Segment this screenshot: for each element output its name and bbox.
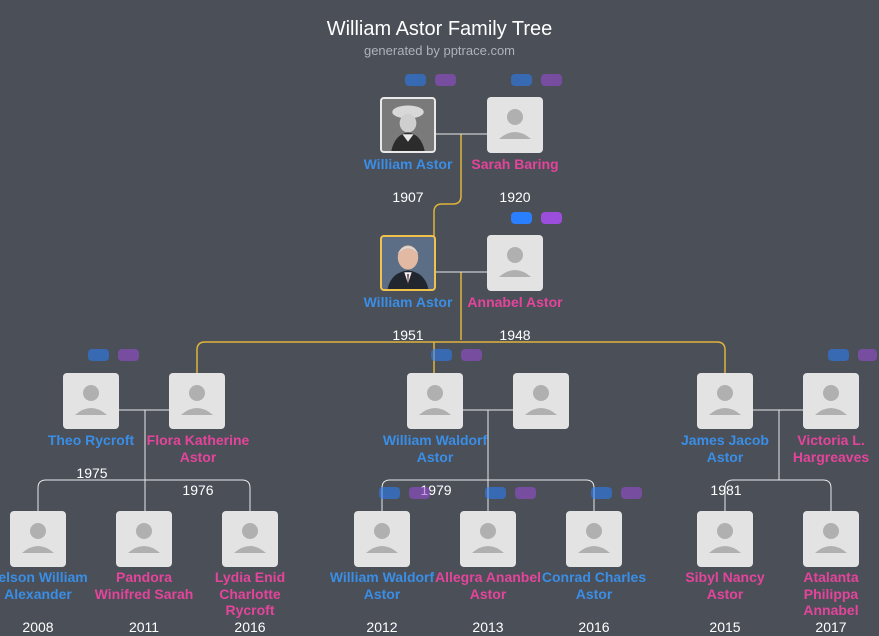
person-avatar-victoria-hargreaves[interactable] xyxy=(803,373,859,429)
person-year: 1975 xyxy=(76,465,108,481)
person-placeholder-icon xyxy=(472,523,504,553)
person-name[interactable]: William Waldorf Astor xyxy=(382,432,488,465)
person-avatar-pandora-winifred-sarah[interactable] xyxy=(116,511,172,567)
person-name[interactable]: William Waldorf Astor xyxy=(329,569,435,602)
person-placeholder-icon xyxy=(815,385,847,415)
person-avatar-conrad-charles-astor[interactable] xyxy=(566,511,622,567)
person-year: 1907 xyxy=(392,189,424,205)
badge-purple-p16[interactable] xyxy=(621,487,642,499)
person-avatar-theo-rycroft[interactable] xyxy=(63,373,119,429)
badge-purple-p5[interactable] xyxy=(118,349,139,361)
person-name[interactable]: William Astor xyxy=(363,156,453,172)
person-year: 2017 xyxy=(815,619,847,635)
person-name[interactable]: James Jacob Astor xyxy=(681,432,769,465)
person-year: 2016 xyxy=(578,619,610,635)
person-placeholder-icon xyxy=(419,385,451,415)
badge-blue-p15[interactable] xyxy=(485,487,506,499)
person-name[interactable]: Flora Katherine Astor xyxy=(146,432,250,465)
person-placeholder-icon xyxy=(815,523,847,553)
person-placeholder-icon xyxy=(366,523,398,553)
badge-blue-p2[interactable] xyxy=(511,74,532,86)
page-subtitle: generated by pptrace.com xyxy=(363,43,516,58)
badge-purple-p2[interactable] xyxy=(541,74,562,86)
person-avatar-william-astor-1907[interactable] xyxy=(380,97,436,153)
person-year: 2015 xyxy=(709,619,741,635)
person-year: 2008 xyxy=(22,619,54,635)
person-avatar-sarah-baring[interactable] xyxy=(487,97,543,153)
badge-purple-p10[interactable] xyxy=(858,349,877,361)
person-name[interactable]: Atalanta Philippa Annabel xyxy=(803,569,859,618)
badge-blue-p1[interactable] xyxy=(405,74,426,86)
badge-blue-p16[interactable] xyxy=(591,487,612,499)
person-name[interactable]: William Astor xyxy=(363,294,453,310)
person-name[interactable]: Conrad Charles Astor xyxy=(541,569,647,602)
person-year: 2012 xyxy=(366,619,398,635)
person-avatar-william-waldorf-astor-2012[interactable] xyxy=(354,511,410,567)
person-year: 1951 xyxy=(392,327,424,343)
badge-purple-p7[interactable] xyxy=(461,349,482,361)
person-placeholder-icon xyxy=(709,385,741,415)
person-avatar-lydia-enid-charlotte-rycroft[interactable] xyxy=(222,511,278,567)
badge-blue-p5[interactable] xyxy=(88,349,109,361)
badge-purple-p4[interactable] xyxy=(541,212,562,224)
person-avatar-allegra-ananbel-astor[interactable] xyxy=(460,511,516,567)
person-placeholder-icon xyxy=(234,523,266,553)
person-avatar-atalanta-philippa-annabel[interactable] xyxy=(803,511,859,567)
badge-purple-p14[interactable] xyxy=(409,487,430,499)
badge-blue-p10[interactable] xyxy=(828,349,849,361)
vintage-photo-icon xyxy=(382,99,434,151)
person-avatar-flora-katherine-astor[interactable] xyxy=(169,373,225,429)
person-avatar-unknown-spouse[interactable] xyxy=(513,373,569,429)
person-placeholder-icon xyxy=(709,523,741,553)
person-placeholder-icon xyxy=(499,109,531,139)
person-avatar-annabel-astor[interactable] xyxy=(487,235,543,291)
badge-blue-p7[interactable] xyxy=(431,349,452,361)
person-year: 2011 xyxy=(128,619,160,635)
person-name[interactable]: Pandora Winifred Sarah xyxy=(94,569,194,602)
person-placeholder-icon xyxy=(128,523,160,553)
page-title: William Astor Family Tree xyxy=(326,18,553,40)
person-year: 2013 xyxy=(472,619,504,635)
person-name[interactable]: Annabel Astor xyxy=(467,294,563,310)
person-name[interactable]: Allegra Ananbel Astor xyxy=(434,569,542,602)
person-name[interactable]: Victoria L. Hargreaves xyxy=(792,432,870,465)
person-name[interactable]: Theo Rycroft xyxy=(47,432,135,448)
person-name[interactable]: Lydia Enid Charlotte Rycroft xyxy=(214,569,286,618)
badge-purple-p15[interactable] xyxy=(515,487,536,499)
person-placeholder-icon xyxy=(499,247,531,277)
person-placeholder-icon xyxy=(75,385,107,415)
person-name[interactable]: Nelson William Alexander xyxy=(0,569,88,602)
badge-blue-p4[interactable] xyxy=(511,212,532,224)
person-placeholder-icon xyxy=(181,385,213,415)
person-avatar-james-jacob-astor[interactable] xyxy=(697,373,753,429)
portrait-photo-icon xyxy=(382,237,434,289)
person-year: 1981 xyxy=(710,482,742,498)
badge-blue-p14[interactable] xyxy=(379,487,400,499)
person-avatar-william-astor-1951[interactable] xyxy=(380,235,436,291)
badge-purple-p1[interactable] xyxy=(435,74,456,86)
person-year: 1979 xyxy=(420,482,452,498)
person-avatar-nelson-william-alexander[interactable] xyxy=(10,511,66,567)
person-avatar-sibyl-nancy-astor[interactable] xyxy=(697,511,753,567)
person-name[interactable]: Sarah Baring xyxy=(471,156,559,172)
person-year: 2016 xyxy=(234,619,266,635)
person-year: 1976 xyxy=(182,482,214,498)
person-placeholder-icon xyxy=(525,385,557,415)
person-avatar-william-waldorf-astor-1979[interactable] xyxy=(407,373,463,429)
person-year: 1948 xyxy=(499,327,531,343)
person-placeholder-icon xyxy=(578,523,610,553)
person-name[interactable]: Sibyl Nancy Astor xyxy=(685,569,765,602)
person-placeholder-icon xyxy=(22,523,54,553)
person-year: 1920 xyxy=(499,189,531,205)
